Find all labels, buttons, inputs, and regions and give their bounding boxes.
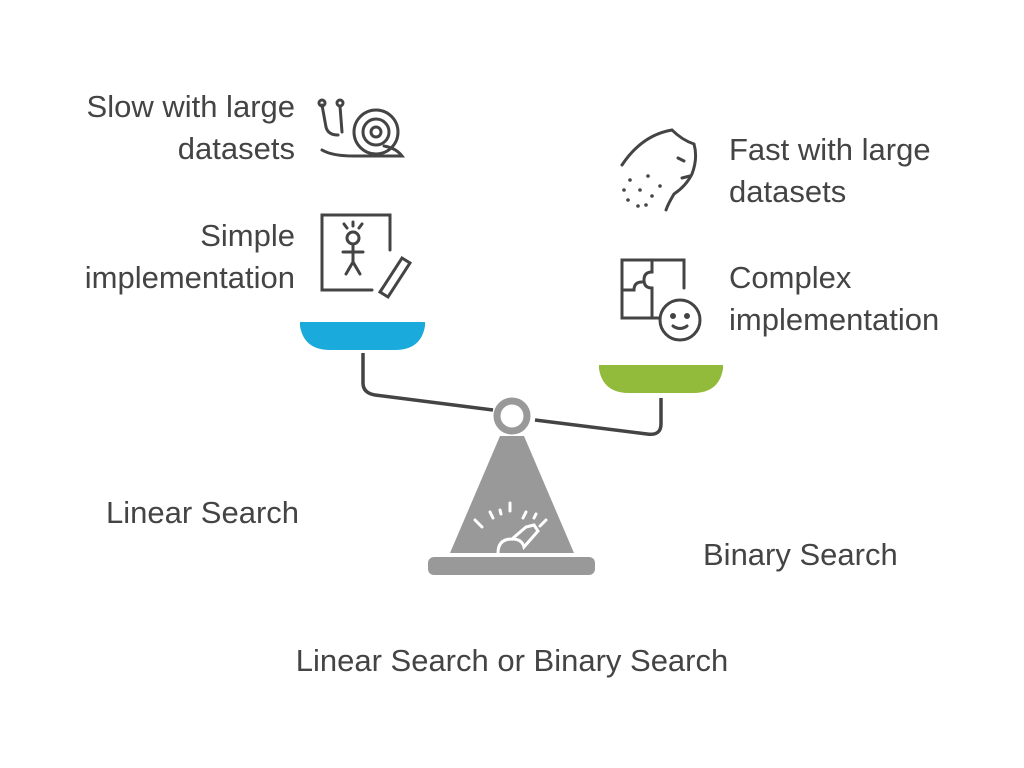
pivot (493, 397, 531, 435)
right-point-line: Fast with large (729, 132, 931, 167)
right-point-line: Complex (729, 260, 852, 295)
left-point-line: Simple (200, 218, 295, 253)
right-pan (599, 365, 723, 393)
left-pan (300, 322, 425, 350)
scale-stand (450, 436, 574, 553)
gauge-icon (473, 501, 548, 555)
diagram-title: Linear Search or Binary Search (295, 643, 729, 678)
left-point-line: datasets (177, 131, 295, 166)
right-beam (534, 398, 663, 437)
puzzle-face-icon (620, 258, 702, 342)
left-point-slow: Slow with large datasets (87, 86, 295, 170)
right-point-complex: Complex implementation (729, 257, 939, 341)
right-option-label: Binary Search (703, 537, 898, 572)
left-option-label: Linear Search (106, 495, 300, 530)
scale-base (428, 557, 595, 575)
left-point-simple: Simple implementation (85, 215, 295, 299)
right-point-fast: Fast with large datasets (729, 129, 931, 213)
left-point-line: Slow with large (86, 89, 295, 124)
snail-icon (317, 98, 406, 158)
right-point-line: implementation (729, 302, 940, 337)
left-point-line: implementation (84, 260, 295, 295)
right-point-line: datasets (729, 174, 847, 209)
child-drawing-icon (320, 213, 413, 300)
left-beam (361, 353, 494, 412)
cheetah-icon (620, 128, 698, 212)
